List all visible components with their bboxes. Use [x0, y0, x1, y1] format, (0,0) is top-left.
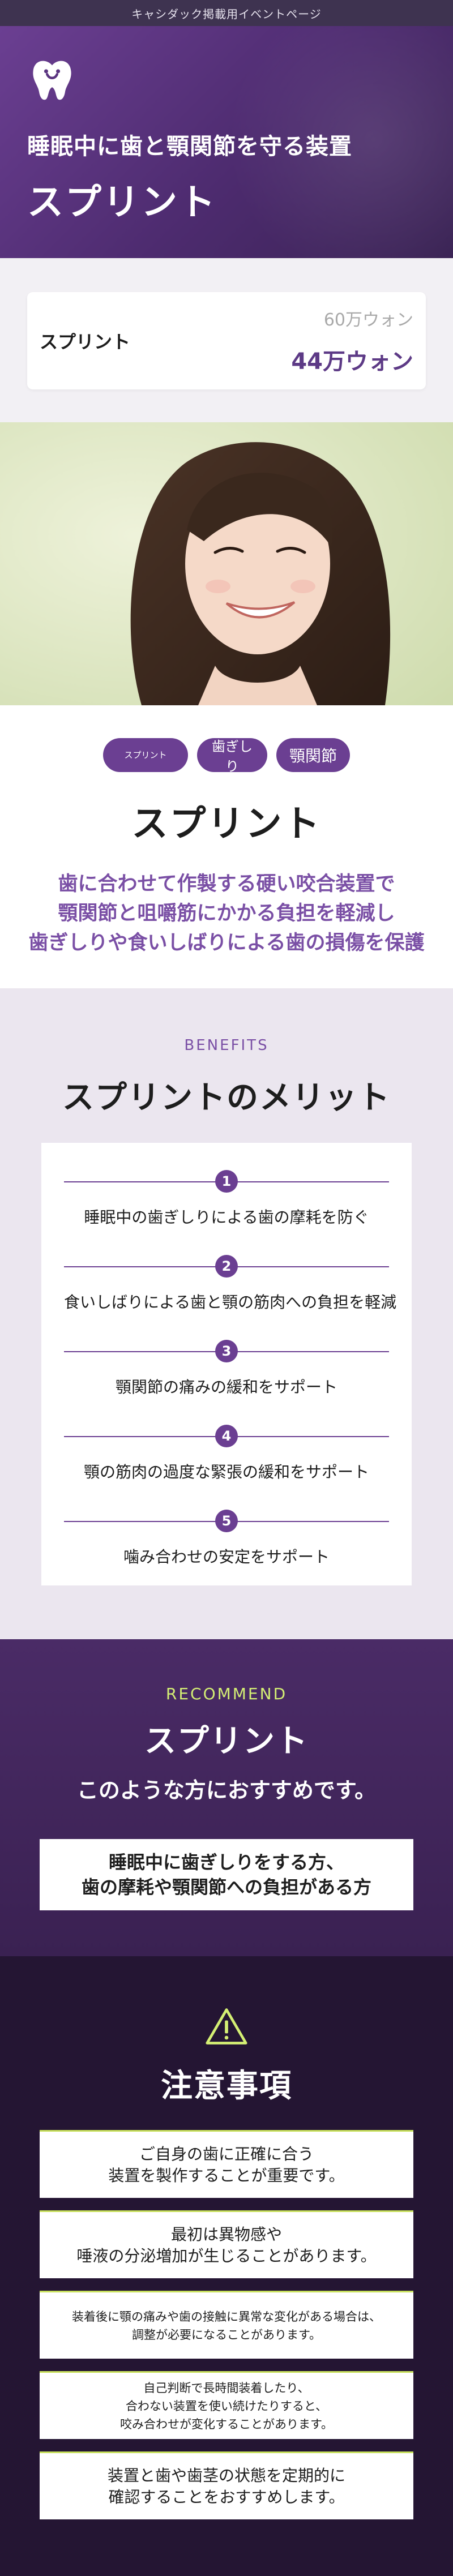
caution-line: 唾液の分泌増加が生じることがあります。 [76, 2246, 377, 2265]
intro-section: スプリント 歯ぎしり 顎関節 スプリント 歯に合わせて作製する硬い咬合装置で 顎… [0, 705, 453, 988]
tag-bruxism[interactable]: 歯ぎしり [197, 738, 267, 774]
benefit-text: 睡眠中の歯ぎしりによる歯の摩耗を防ぐ [84, 1208, 369, 1227]
caution-line: 咬み合わせが変化することがあります。 [120, 2417, 333, 2431]
caution-line: 自己判断で長時間装着したり、 [143, 2381, 310, 2395]
benefit-text: 顎の筋肉の過度な緊張の緩和をサポート [83, 1463, 369, 1481]
benefit-number: 4 [215, 1425, 238, 1447]
caution-line: 確認することをおすすめします。 [108, 2487, 345, 2506]
price-section: スプリント 60万ウォン 44万ウォン [0, 258, 453, 422]
smiling-woman-illustration [0, 422, 453, 705]
caution-line: 調整が必要になることがあります。 [132, 2328, 321, 2342]
caution-title: 注意事項 [161, 2068, 292, 2104]
benefit-text: 顎関節の痛みの緩和をサポート [115, 1378, 337, 1396]
caution-item: 装置と歯や歯茎の状態を定期的に 確認することをおすすめします。 [40, 2451, 413, 2519]
recommend-line: 睡眠中に歯ぎしりをする方、 [108, 1851, 344, 1873]
intro-desc-line: 顎関節と咀嚼筋にかかる負担を軽減し [58, 902, 395, 925]
tag-list: スプリント 歯ぎしり 顎関節 [0, 738, 453, 774]
hero-title: スプリント [27, 182, 217, 224]
recommend-box: 睡眠中に歯ぎしりをする方、 歯の摩耗や顎関節への負担がある方 [40, 1839, 413, 1910]
recommend-label: RECOMMEND [165, 1685, 288, 1703]
tag-splint[interactable]: スプリント [103, 738, 188, 772]
top-banner: キャシダック掲載用イベントページ [0, 0, 453, 26]
intro-desc-line: 歯ぎしりや食いしばりによる歯の損傷を保護 [28, 932, 425, 954]
caution-line: ご自身の歯に正確に合う [139, 2144, 314, 2163]
benefit-item: 4 顎の筋肉の過度な緊張の緩和をサポート [64, 1425, 389, 1510]
original-price: 60万ウォン [323, 310, 413, 330]
caution-line: 最初は異物感や [170, 2224, 282, 2244]
benefit-text: 噛み合わせの安定をサポート [123, 1548, 330, 1566]
benefit-number: 5 [215, 1510, 238, 1532]
sale-price: 44万ウォン [291, 349, 413, 375]
hero-subtitle: 睡眠中に歯と顎関節を守る装置 [27, 134, 352, 160]
recommend-section: RECOMMEND スプリント このような方におすすめです。 睡眠中に歯ぎしりを… [0, 1639, 453, 1956]
intro-title: スプリント [131, 803, 322, 845]
caution-section: 注意事項 ご自身の歯に正確に合う 装置を製作することが重要です。 最初は異物感や… [0, 1956, 453, 2576]
benefits-title: スプリントのメリット [62, 1079, 391, 1116]
caution-line: 装着後に顎の痛みや歯の接触に異常な変化がある場合は、 [72, 2309, 381, 2324]
benefit-item: 2 食いしばりによる歯と顎の筋肉への負担を軽減 [64, 1255, 397, 1340]
benefit-text: 食いしばりによる歯と顎の筋肉への負担を軽減 [64, 1293, 397, 1311]
model-photo [0, 422, 453, 705]
benefit-number: 3 [215, 1340, 238, 1362]
price-card[interactable]: スプリント 60万ウォン 44万ウォン [27, 292, 426, 389]
product-name: スプリント [40, 331, 131, 353]
caution-item: 最初は異物感や 唾液の分泌増加が生じることがあります。 [40, 2210, 413, 2278]
intro-description: 歯に合わせて作製する硬い咬合装置で 顎関節と咀嚼筋にかかる負担を軽減し 歯ぎしり… [0, 869, 453, 958]
benefit-item: 3 顎関節の痛みの緩和をサポート [64, 1340, 389, 1425]
warning-icon [206, 2008, 247, 2044]
caution-item: ご自身の歯に正確に合う 装置を製作することが重要です。 [40, 2130, 413, 2198]
benefits-card: 1 睡眠中の歯ぎしりによる歯の摩耗を防ぐ 2 食いしばりによる歯と顎の筋肉への負… [41, 1143, 412, 1585]
benefits-section: BENEFITS スプリントのメリット 1 睡眠中の歯ぎしりによる歯の摩耗を防ぐ… [0, 988, 453, 1639]
caution-line: 装置を製作することが重要です。 [108, 2166, 345, 2185]
benefit-number: 2 [215, 1255, 238, 1278]
caution-line: 装置と歯や歯茎の状態を定期的に [107, 2466, 345, 2485]
caution-item: 装着後に顎の痛みや歯の接触に異常な変化がある場合は、 調整が必要になることがあり… [40, 2291, 413, 2359]
tag-jaw-joint[interactable]: 顎関節 [276, 738, 350, 772]
caution-item: 自己判断で長時間装着したり、 合わない装置を使い続けたりすると、 咬み合わせが変… [40, 2371, 413, 2439]
tooth-logo-icon [33, 61, 71, 100]
benefit-number: 1 [215, 1170, 238, 1193]
benefits-label: BENEFITS [184, 1037, 269, 1054]
intro-desc-line: 歯に合わせて作製する硬い咬合装置で [58, 873, 395, 895]
recommend-line: 歯の摩耗や顎関節への負担がある方 [81, 1876, 371, 1898]
caution-list: ご自身の歯に正確に合う 装置を製作することが重要です。 最初は異物感や 唾液の分… [0, 2130, 453, 2519]
recommend-subtitle: このような方におすすめです。 [76, 1778, 377, 1803]
hero-section: 睡眠中に歯と顎関節を守る装置 スプリント [0, 26, 453, 258]
recommend-title: スプリント [144, 1723, 309, 1760]
benefit-item: 5 噛み合わせの安定をサポート [64, 1510, 389, 1595]
caution-line: 合わない装置を使い続けたりすると、 [125, 2399, 328, 2413]
top-banner-label: キャシダック掲載用イベントページ [131, 7, 322, 21]
benefit-item: 1 睡眠中の歯ぎしりによる歯の摩耗を防ぐ [64, 1170, 389, 1255]
